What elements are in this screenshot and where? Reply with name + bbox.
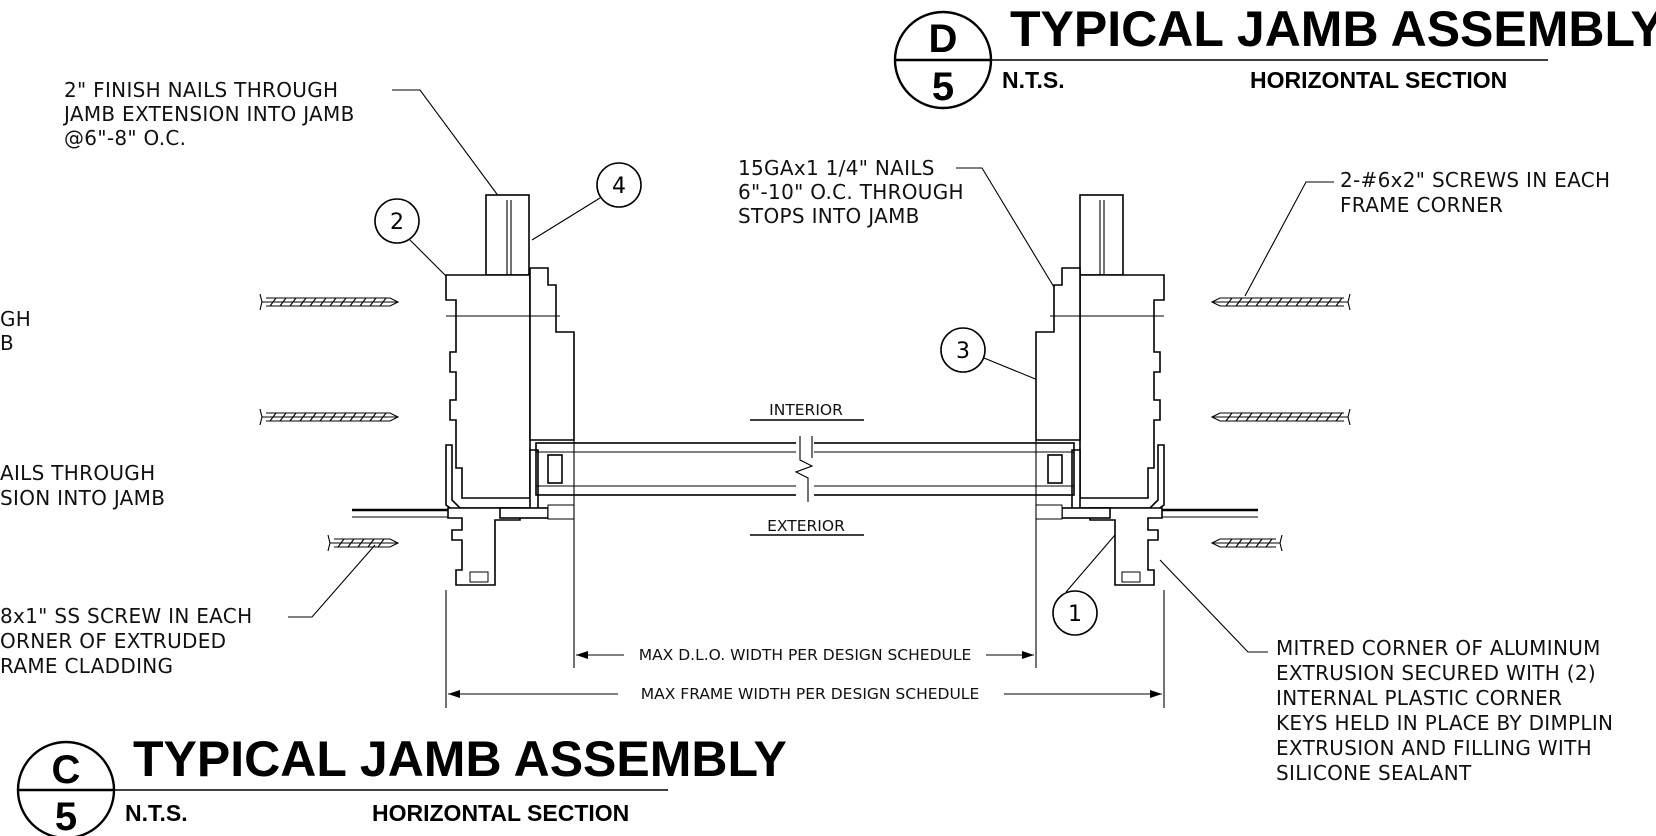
exterior-profile bbox=[447, 507, 521, 586]
screws-right bbox=[1210, 293, 1351, 552]
note-line: MITRED CORNER OF ALUMINUM bbox=[1276, 636, 1601, 660]
note-left-cut-2: AILS THROUGH SION INTO JAMB bbox=[0, 461, 165, 510]
svg-text:INTERNAL PLASTIC CORNER: INTERNAL PLASTIC CORNER bbox=[1276, 686, 1562, 710]
tag-bubble-1: 1 bbox=[1052, 534, 1116, 636]
screw bbox=[1210, 293, 1351, 311]
svg-text:GH: GH bbox=[0, 307, 31, 331]
screw bbox=[1210, 408, 1351, 426]
detail-bubble-letter: D bbox=[929, 17, 958, 61]
svg-text:MITRED CORNER OF ALUMINUM: MITRED CORNER OF ALUMINUM bbox=[1276, 636, 1601, 660]
detail-bubble-letter: C bbox=[52, 748, 81, 792]
screw bbox=[1210, 534, 1283, 552]
note-line: 2-#6x2" SCREWS IN EACH bbox=[1340, 168, 1610, 192]
jamb-body bbox=[445, 274, 531, 499]
svg-text:6"-10" O.C. THROUGH: 6"-10" O.C. THROUGH bbox=[738, 180, 964, 204]
svg-text:EXTRUSION AND FILLING WITH: EXTRUSION AND FILLING WITH bbox=[1276, 736, 1592, 760]
note-line: GH bbox=[0, 307, 31, 331]
tag-number: 4 bbox=[612, 174, 626, 199]
svg-text:SION INTO JAMB: SION INTO JAMB bbox=[0, 486, 165, 510]
detail-title: TYPICAL JAMB ASSEMBLY bbox=[133, 731, 787, 787]
detail-view: HORIZONTAL SECTION bbox=[1250, 67, 1507, 93]
exterior-label: EXTERIOR bbox=[767, 517, 845, 535]
note-line: KEYS HELD IN PLACE BY DIMPLIN bbox=[1276, 711, 1613, 735]
detail-title-c5: C 5 TYPICAL JAMB ASSEMBLY N.T.S. HORIZON… bbox=[16, 731, 787, 836]
note-line: AILS THROUGH bbox=[0, 461, 155, 485]
note-line: ORNER OF EXTRUDED bbox=[0, 629, 226, 653]
exterior-profile bbox=[1089, 507, 1163, 586]
detail-title: TYPICAL JAMB ASSEMBLY bbox=[1010, 1, 1656, 57]
note-left-cut-1: GH B bbox=[0, 307, 31, 355]
svg-text:SILICONE SEALANT: SILICONE SEALANT bbox=[1276, 761, 1472, 785]
note-line: INTERNAL PLASTIC CORNER bbox=[1276, 686, 1562, 710]
note-line: 2" FINISH NAILS THROUGH bbox=[64, 78, 338, 102]
note-finish-nails: 2" FINISH NAILS THROUGH JAMB EXTENSION I… bbox=[62, 78, 506, 206]
detail-view: HORIZONTAL SECTION bbox=[372, 800, 629, 826]
svg-text:RAME CLADDING: RAME CLADDING bbox=[0, 654, 173, 678]
note-line: EXTRUSION SECURED WITH (2) bbox=[1276, 661, 1596, 685]
jamb-body bbox=[1079, 274, 1165, 499]
svg-text:ORNER OF EXTRUDED: ORNER OF EXTRUDED bbox=[0, 629, 226, 653]
svg-text:KEYS HELD IN PLACE BY DIMPLIN: KEYS HELD IN PLACE BY DIMPLIN bbox=[1276, 711, 1613, 735]
screw bbox=[259, 408, 400, 426]
screw bbox=[327, 534, 400, 552]
dimension-frame-width: MAX FRAME WIDTH PER DESIGN SCHEDULE bbox=[448, 685, 1162, 703]
detail-bubble-sheet: 5 bbox=[55, 795, 77, 836]
svg-text:2" FINISH NAILS THROUGH: 2" FINISH NAILS THROUGH bbox=[64, 78, 338, 102]
detail-title-d5: D 5 TYPICAL JAMB ASSEMBLY N.T.S. HORIZON… bbox=[893, 1, 1656, 110]
screws-left bbox=[259, 293, 400, 552]
svg-text:AILS THROUGH: AILS THROUGH bbox=[0, 461, 155, 485]
note-mitred-corner: MITRED CORNER OF ALUMINUM EXTRUSION SECU… bbox=[1159, 559, 1613, 785]
note-line: SILICONE SEALANT bbox=[1276, 761, 1472, 785]
svg-text:15GAx1 1/4" NAILS: 15GAx1 1/4" NAILS bbox=[738, 156, 935, 180]
note-line: STOPS INTO JAMB bbox=[738, 204, 920, 228]
dimension-dlo-width: MAX D.L.O. WIDTH PER DESIGN SCHEDULE bbox=[576, 646, 1034, 664]
tag-number: 1 bbox=[1068, 602, 1082, 627]
detail-scale: N.T.S. bbox=[125, 800, 188, 826]
svg-text:FRAME CORNER: FRAME CORNER bbox=[1340, 193, 1503, 217]
svg-text:EXTRUSION SECURED WITH (2): EXTRUSION SECURED WITH (2) bbox=[1276, 661, 1596, 685]
svg-text:8x1" SS SCREW IN EACH: 8x1" SS SCREW IN EACH bbox=[0, 604, 252, 628]
note-line: 6"-10" O.C. THROUGH bbox=[738, 180, 964, 204]
svg-text:@6"-8" O.C.: @6"-8" O.C. bbox=[64, 126, 186, 150]
note-line: JAMB EXTENSION INTO JAMB bbox=[62, 102, 355, 126]
dimension-label: MAX FRAME WIDTH PER DESIGN SCHEDULE bbox=[641, 685, 980, 703]
note-ga-nails: 15GAx1 1/4" NAILS 6"-10" O.C. THROUGH ST… bbox=[738, 156, 1064, 303]
detail-scale: N.T.S. bbox=[1002, 67, 1065, 93]
interior-label: INTERIOR bbox=[769, 401, 843, 419]
dimension-label: MAX D.L.O. WIDTH PER DESIGN SCHEDULE bbox=[639, 646, 972, 664]
tag-bubble-3: 3 bbox=[940, 327, 1051, 386]
note-line: RAME CLADDING bbox=[0, 654, 173, 678]
screw bbox=[259, 293, 400, 311]
note-line: SION INTO JAMB bbox=[0, 486, 165, 510]
svg-text:B: B bbox=[0, 331, 14, 355]
jamb-stop bbox=[529, 267, 575, 441]
svg-text:2-#6x2" SCREWS IN EACH: 2-#6x2" SCREWS IN EACH bbox=[1340, 168, 1610, 192]
dimensions: MAX D.L.O. WIDTH PER DESIGN SCHEDULE MAX… bbox=[445, 440, 1165, 708]
insulated-glass-unit bbox=[535, 436, 1075, 502]
tag-number: 3 bbox=[956, 339, 970, 364]
right-jamb bbox=[1035, 194, 1258, 586]
svg-text:STOPS INTO JAMB: STOPS INTO JAMB bbox=[738, 204, 920, 228]
jamb-stop bbox=[1035, 267, 1081, 441]
tag-number: 2 bbox=[390, 210, 404, 235]
jamb-extension bbox=[1079, 194, 1124, 276]
svg-text:JAMB EXTENSION INTO JAMB: JAMB EXTENSION INTO JAMB bbox=[62, 102, 355, 126]
note-frame-screws: 2-#6x2" SCREWS IN EACH FRAME CORNER bbox=[1244, 168, 1610, 297]
detail-bubble-sheet: 5 bbox=[932, 65, 954, 109]
note-line: 8x1" SS SCREW IN EACH bbox=[0, 604, 252, 628]
side-labels: INTERIOR EXTERIOR bbox=[750, 401, 864, 536]
note-ss-screw: 8x1" SS SCREW IN EACH ORNER OF EXTRUDED … bbox=[0, 544, 376, 678]
note-line: 15GAx1 1/4" NAILS bbox=[738, 156, 935, 180]
note-line: B bbox=[0, 331, 14, 355]
left-jamb bbox=[352, 194, 575, 586]
note-line: FRAME CORNER bbox=[1340, 193, 1503, 217]
tag-bubble-4: 4 bbox=[531, 162, 642, 241]
note-line: EXTRUSION AND FILLING WITH bbox=[1276, 736, 1592, 760]
note-line: @6"-8" O.C. bbox=[64, 126, 186, 150]
